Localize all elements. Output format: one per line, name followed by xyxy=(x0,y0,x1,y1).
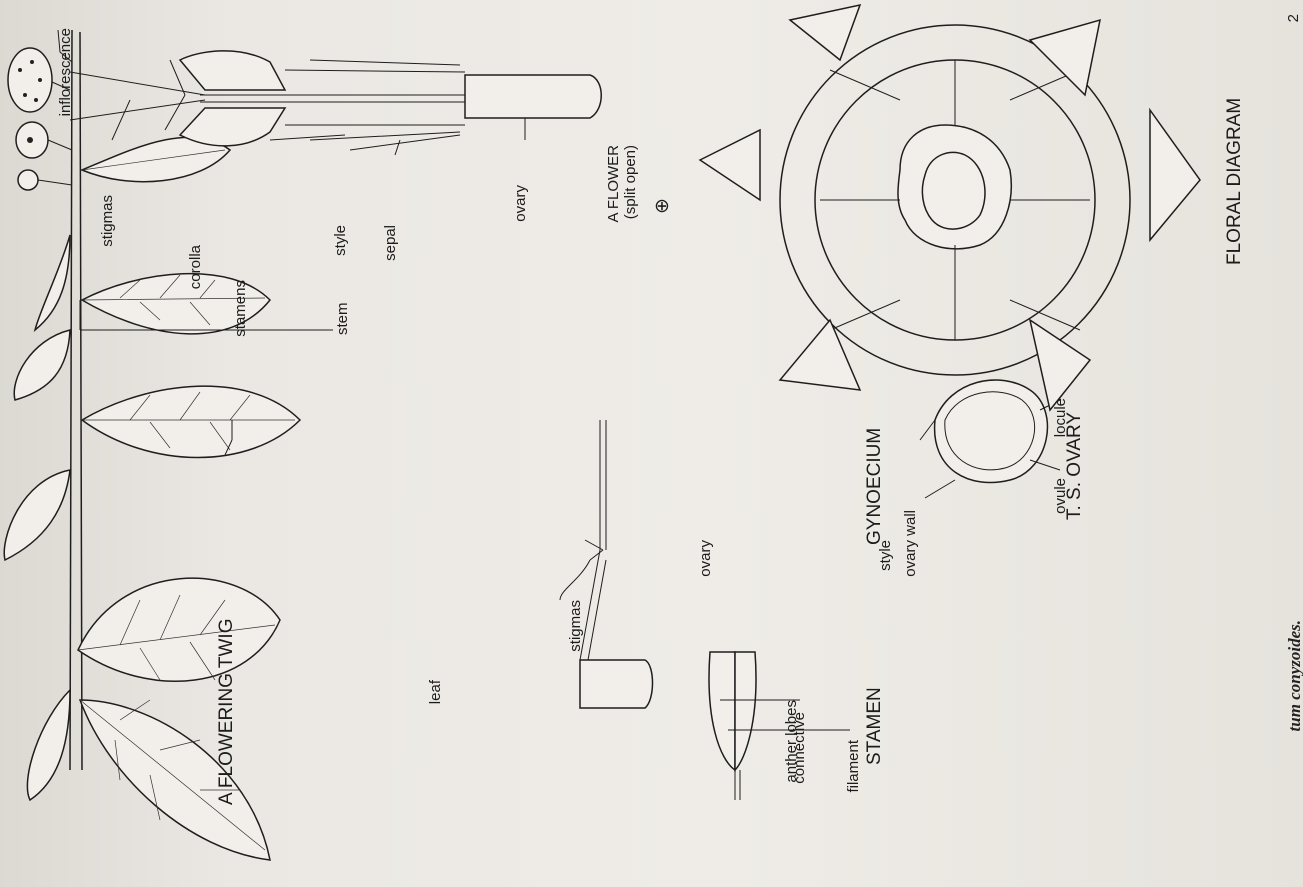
twig-label-stem: stem xyxy=(334,302,351,335)
flower-ovary xyxy=(465,75,601,118)
gyn-label-stigmas: stigmas xyxy=(567,600,584,652)
floral-diagram: ⊕ FLORAL DIAGRAM xyxy=(654,5,1245,410)
floral-title: FLORAL DIAGRAM xyxy=(1224,98,1245,265)
stamen-label-filament: filament xyxy=(845,739,862,792)
flower-label-ovary: ovary xyxy=(512,185,529,222)
stamen-label-connective: connective xyxy=(791,712,808,784)
leaf-lower-large xyxy=(78,578,280,681)
flower-label-stamens: stamens xyxy=(232,280,249,337)
flower-label-corolla: corolla xyxy=(187,244,204,289)
ts-label-ovary-wall: ovary wall xyxy=(902,510,919,577)
flower-label-sepal: sepal xyxy=(382,225,399,261)
twig-title: A FLOWERING TWIG xyxy=(216,619,237,806)
page-number: 2 xyxy=(1285,14,1302,22)
twig-leaves xyxy=(4,137,300,860)
twig-stem xyxy=(70,30,72,770)
figure-caption: tum conyzoides. xyxy=(1285,620,1303,731)
twig-label-leaf: leaf xyxy=(427,679,444,704)
stamen-title: STAMEN xyxy=(864,687,885,765)
flower-label-stigmas: stigmas xyxy=(99,195,116,247)
flower-label-style: style xyxy=(332,225,349,256)
flower-title-line2: (split open) xyxy=(622,145,639,219)
flowering-twig: inflorescence stem leaf A FLOWERING TWIG xyxy=(4,28,444,860)
gyn-title: GYNOECIUM xyxy=(864,428,885,545)
floral-symbol: ⊕ xyxy=(654,196,670,217)
ts-ovary: ovary wall locule ovule T. S. OVARY xyxy=(902,380,1085,577)
flower-title-line1: A FLOWER xyxy=(605,145,622,223)
gyn-label-ovary: ovary xyxy=(697,540,714,577)
ts-title: T. S. OVARY xyxy=(1064,412,1085,520)
twig-stem-edge xyxy=(80,32,82,770)
stamen: anther lobes connective filament STAMEN xyxy=(709,652,885,800)
